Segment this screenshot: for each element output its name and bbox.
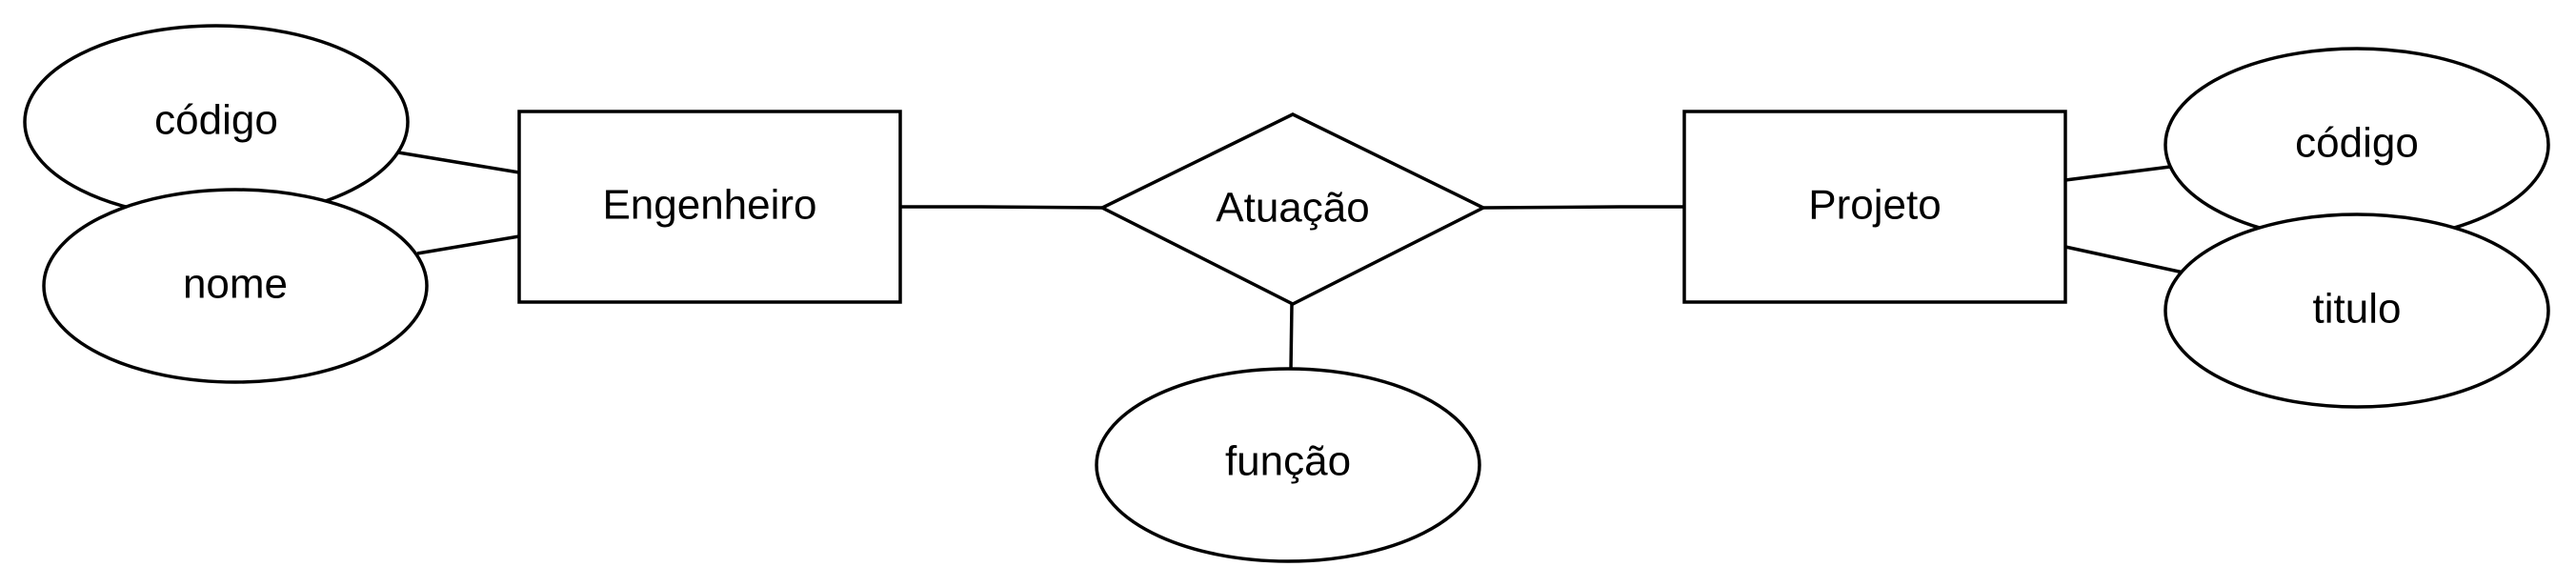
entity-engenheiro: Engenheiro — [517, 110, 902, 304]
connectors — [397, 151, 2184, 371]
entity-box — [517, 110, 902, 304]
attribute-label: função — [1225, 438, 1351, 485]
relationship-diamond — [1098, 112, 1487, 306]
attribute-label: titulo — [2313, 286, 2402, 333]
attribute-atuacao-funcao: função — [1095, 367, 1481, 563]
attribute-engenheiro-nome: nome — [42, 188, 429, 384]
edge-engenheiro-nome — [416, 234, 520, 255]
entity-label: Engenheiro — [602, 182, 816, 229]
entity-projeto: Projeto — [1682, 110, 2067, 304]
relationship-label: Atuação — [1216, 185, 1369, 232]
attribute-label: código — [154, 97, 278, 144]
attribute-ellipse — [42, 188, 429, 384]
edge-atuacao-projeto — [1482, 205, 1684, 210]
edge-engenheiro-codigo — [397, 151, 520, 174]
attribute-engenheiro-codigo: código — [23, 24, 410, 220]
entity-label: Projeto — [1808, 182, 1941, 229]
attribute-projeto-codigo: código — [2163, 47, 2550, 243]
edge-projeto-titulo — [2064, 245, 2184, 274]
attribute-ellipse — [1095, 367, 1481, 563]
relationship-atuacao: Atuação — [1098, 112, 1487, 306]
entity-box — [1682, 110, 2067, 304]
attribute-projeto-titulo: titulo — [2163, 213, 2550, 409]
attribute-label: código — [2295, 120, 2419, 167]
edge-engenheiro-atuacao — [900, 205, 1103, 210]
attribute-ellipse — [2163, 213, 2550, 409]
edge-atuacao-funcao — [1289, 303, 1294, 371]
attribute-label: nome — [183, 261, 288, 308]
edge-projeto-codigo — [2064, 165, 2171, 182]
